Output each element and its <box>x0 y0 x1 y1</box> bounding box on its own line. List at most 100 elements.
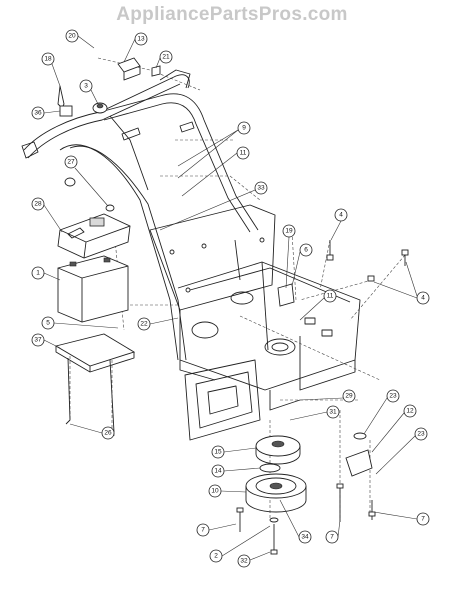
callout-3: 3 <box>79 79 93 93</box>
callout-number: 26 <box>104 430 112 437</box>
bolt-4 <box>326 240 409 282</box>
callout-6: 6 <box>299 243 313 257</box>
callout-circle <box>237 121 251 135</box>
callout-number: 12 <box>406 408 414 415</box>
callout-circle <box>196 523 210 537</box>
callout-2: 2 <box>209 549 223 563</box>
callout-4: 4 <box>334 208 348 222</box>
callout-circle <box>209 549 223 563</box>
battery-cover <box>57 213 131 259</box>
bolt-32 <box>269 517 279 555</box>
callout-number: 22 <box>140 321 148 328</box>
callout-circle <box>254 181 268 195</box>
callout-28: 28 <box>31 197 45 211</box>
throttle-knob <box>92 102 108 114</box>
callout-circle <box>101 426 115 440</box>
callout-circle <box>31 197 45 211</box>
pulley-15 <box>255 435 301 465</box>
callout-10: 10 <box>208 484 222 498</box>
callout-number: 20 <box>68 33 76 40</box>
callout-number: 13 <box>137 36 145 43</box>
callout-circle <box>137 317 151 331</box>
callout-number: 23 <box>389 393 397 400</box>
callout-circle <box>416 512 430 526</box>
callout-37: 37 <box>31 333 45 347</box>
main-frame <box>149 204 361 441</box>
callout-number: 32 <box>240 558 248 565</box>
battery-tray <box>54 333 136 373</box>
callout-18: 18 <box>41 52 55 66</box>
callout-number: 5 <box>46 320 50 327</box>
ignition-switch <box>117 57 141 81</box>
bushing-27 <box>64 177 115 212</box>
callout-23: 23 <box>386 389 400 403</box>
callout-circle <box>31 266 45 280</box>
callout-7: 7 <box>325 530 339 544</box>
callout-circle <box>41 52 55 66</box>
callout-circle <box>326 405 340 419</box>
callout-number: 28 <box>34 201 42 208</box>
callout-11: 11 <box>236 146 250 160</box>
idler-arm-12 <box>345 432 373 477</box>
callout-circle <box>386 389 400 403</box>
callout-4: 4 <box>416 291 430 305</box>
callout-number: 2 <box>214 553 218 560</box>
callout-circle <box>79 79 93 93</box>
bracket-6 <box>277 283 295 307</box>
callout-26: 26 <box>101 426 115 440</box>
callout-number: 11 <box>240 150 247 157</box>
callout-number: 4 <box>421 295 425 302</box>
callout-14: 14 <box>211 464 225 478</box>
callout-number: 37 <box>34 337 42 344</box>
callout-29: 29 <box>342 389 356 403</box>
callout-circle <box>237 554 251 568</box>
callout-number: 7 <box>330 534 334 541</box>
handlebar-assembly <box>21 69 259 361</box>
callout-circle <box>65 29 79 43</box>
callout-32: 32 <box>237 554 251 568</box>
callout-number: 7 <box>421 516 425 523</box>
callout-number: 6 <box>304 247 308 254</box>
callout-circle <box>159 50 173 64</box>
callout-circle <box>323 289 337 303</box>
leader-lines <box>43 35 418 561</box>
callout-circle <box>64 155 78 169</box>
callout-circle <box>208 484 222 498</box>
callout-circle <box>31 106 45 120</box>
callout-circle <box>334 208 348 222</box>
callout-circle <box>299 243 313 257</box>
callout-number: 10 <box>211 488 219 495</box>
callout-number: 1 <box>36 270 40 277</box>
callout-1: 1 <box>31 266 45 280</box>
callout-number: 18 <box>44 56 52 63</box>
callout-number: 4 <box>339 212 343 219</box>
callout-number: 29 <box>345 393 353 400</box>
callout-11: 11 <box>323 289 337 303</box>
callout-number: 23 <box>417 431 425 438</box>
callout-circle <box>236 146 250 160</box>
watermark: AppliancePartsPros.com <box>116 4 348 25</box>
choke-cable-block <box>59 105 73 117</box>
callout-19: 19 <box>282 224 296 238</box>
callout-circle <box>31 333 45 347</box>
bolts-7 <box>236 483 376 532</box>
callout-7: 7 <box>196 523 210 537</box>
callout-circle <box>298 530 312 544</box>
callout-number: 21 <box>162 54 170 61</box>
callout-number: 33 <box>257 185 265 192</box>
callout-circle <box>414 427 428 441</box>
callout-31: 31 <box>326 405 340 419</box>
callout-number: 14 <box>214 468 222 475</box>
callout-circle <box>403 404 417 418</box>
callout-circle <box>416 291 430 305</box>
callout-36: 36 <box>31 106 45 120</box>
callout-27: 27 <box>64 155 78 169</box>
callout-number: 31 <box>329 409 337 416</box>
callout-20: 20 <box>65 29 79 43</box>
callout-12: 12 <box>403 404 417 418</box>
callout-number: 11 <box>327 293 334 300</box>
callout-circle <box>41 316 55 330</box>
callout-circle <box>282 224 296 238</box>
callout-circle <box>325 530 339 544</box>
